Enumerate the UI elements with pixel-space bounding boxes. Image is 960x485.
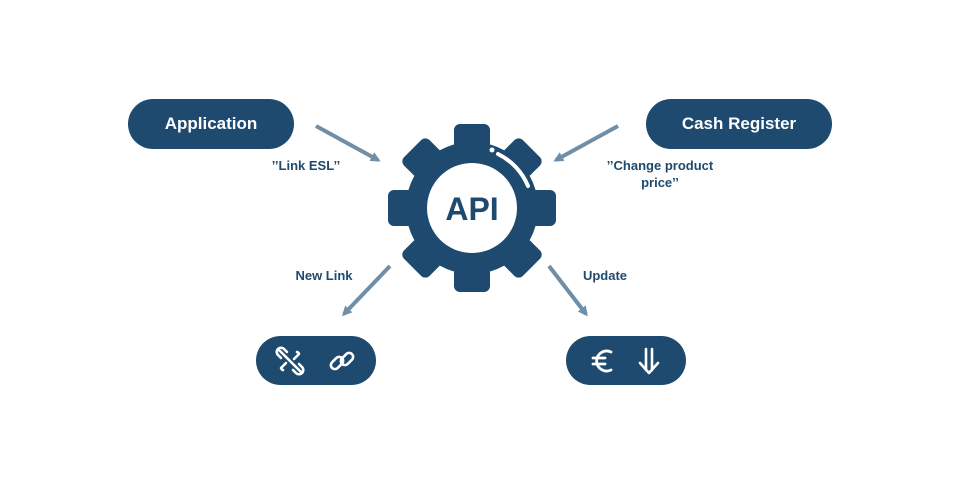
price-update-node	[566, 336, 686, 385]
arrow-cash-register-to-api	[553, 124, 619, 162]
arrow-application-to-api	[315, 124, 381, 162]
arrow-api-to-link	[341, 264, 392, 317]
edge-label-change-price-line1: ’’Change product	[606, 158, 714, 173]
api-gear-icon	[388, 124, 556, 292]
link-icon	[327, 346, 357, 376]
api-label: API	[445, 191, 498, 227]
application-node: Application	[128, 99, 294, 149]
unlink-icon	[275, 345, 305, 376]
cash-register-label: Cash Register	[681, 114, 797, 133]
application-label: Application	[164, 114, 258, 133]
edge-label-link-esl: ’’Link ESL’’	[256, 157, 356, 174]
arrow-down-icon	[636, 346, 662, 376]
edge-label-update-text: Update	[582, 268, 628, 283]
cash-register-node: Cash Register	[646, 99, 832, 149]
euro-icon	[590, 346, 616, 376]
edge-label-update: Update	[570, 267, 640, 284]
edge-label-new-link-text: New Link	[295, 268, 353, 283]
link-node	[256, 336, 376, 385]
edge-label-new-link: New Link	[284, 267, 364, 284]
edge-label-change-price-line2: price’’	[641, 175, 679, 190]
edge-label-link-esl-text: ’’Link ESL’’	[271, 158, 341, 173]
edge-label-change-price: ’’Change product price’’	[585, 157, 735, 191]
arrow-api-to-update	[547, 264, 588, 317]
